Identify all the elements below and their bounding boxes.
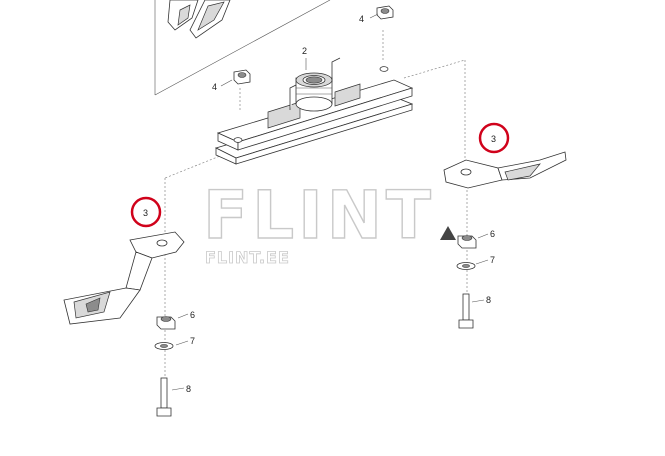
watermark-triangle <box>440 226 456 240</box>
callout-8-right: 8 <box>486 295 491 305</box>
callout-3-left: 3 <box>143 208 148 218</box>
watermark-sub: FLINT.EE <box>205 248 290 267</box>
callout-7-left: 7 <box>190 336 195 346</box>
callout-2: 2 <box>302 46 307 56</box>
watermark-main: FLINT <box>203 177 435 254</box>
central-hub-assembly <box>214 57 414 165</box>
callout-leaders <box>171 13 489 391</box>
callout-numbers: 4 4 2 3 3 6 7 8 6 7 8 <box>143 14 496 394</box>
blade-left <box>63 231 185 325</box>
callout-8-left: 8 <box>186 384 191 394</box>
blade-right <box>443 151 567 189</box>
watermark: FLINT FLINT.EE <box>202 176 456 267</box>
callout-6-right: 6 <box>490 229 495 239</box>
callout-3-right: 3 <box>491 134 496 144</box>
highlight-circles <box>130 122 510 228</box>
callout-6-left: 6 <box>190 310 195 320</box>
nut-top-right <box>376 5 394 20</box>
callout-4-left: 4 <box>212 82 217 92</box>
callout-4-top: 4 <box>359 14 364 24</box>
fasteners-left <box>154 316 176 417</box>
nut-left <box>233 69 251 85</box>
blade-partial-top <box>167 0 231 39</box>
callout-7-right: 7 <box>490 255 495 265</box>
fasteners-right <box>456 235 477 329</box>
highlight-circle-left <box>130 196 162 228</box>
highlight-circle-right <box>478 122 510 154</box>
frame-lines <box>154 0 331 96</box>
